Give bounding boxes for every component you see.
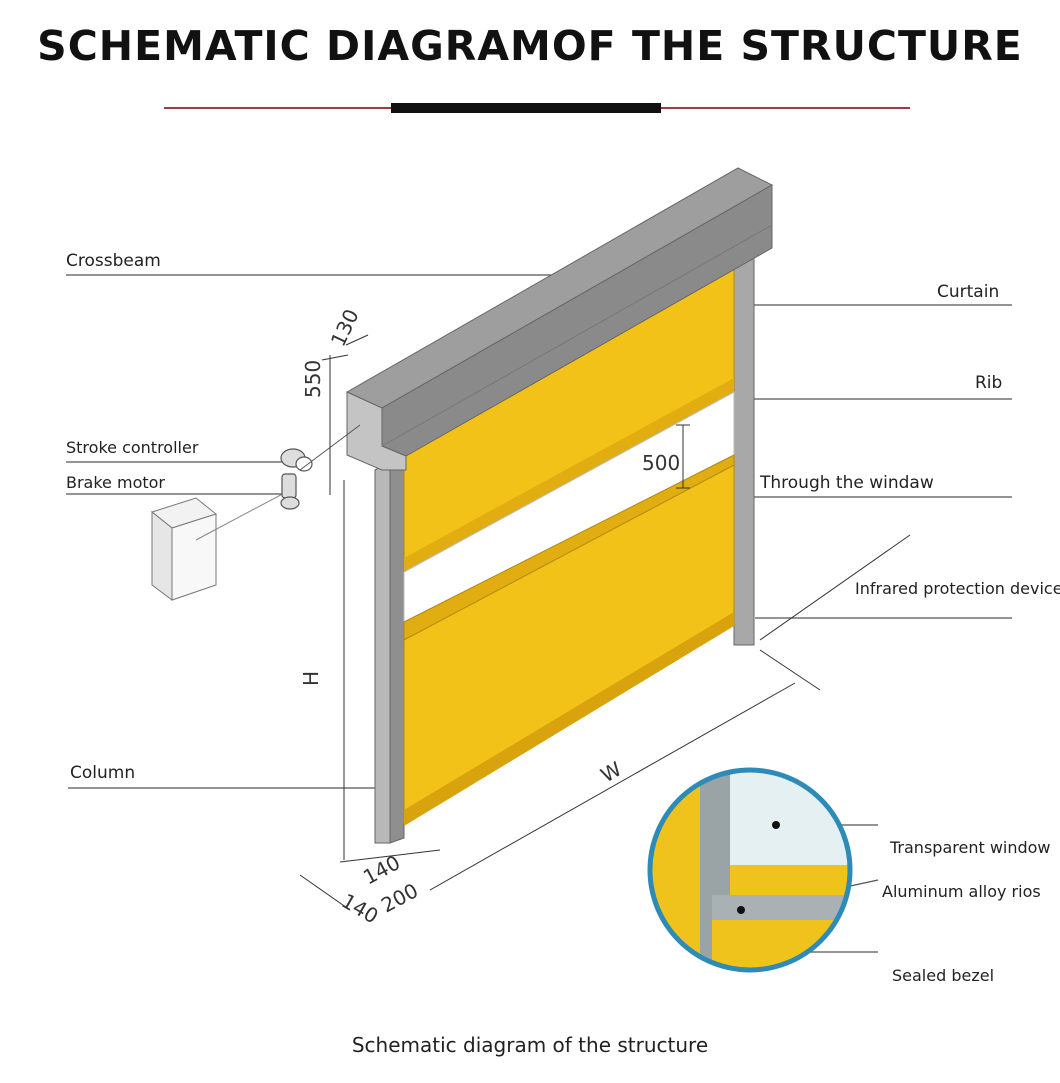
label-aluminum-rios: Aluminum alloy rios — [882, 882, 1041, 901]
title-divider-center — [391, 103, 661, 113]
title-divider-right — [660, 107, 910, 109]
label-crossbeam: Crossbeam — [66, 251, 161, 271]
column-left — [374, 461, 391, 844]
page-title: SCHEMATIC DIAGRAMOF THE STRUCTURE — [37, 22, 1023, 70]
label-stroke-controller: Stroke controller — [66, 438, 199, 457]
dim-550: 550 — [301, 360, 325, 398]
dim-140-b: 140 — [338, 889, 383, 929]
dim-500: 500 — [642, 451, 680, 475]
dim-130: 130 — [326, 305, 364, 350]
column-right — [733, 254, 755, 646]
dim-w: W — [597, 757, 626, 788]
detail-magnifier — [650, 770, 850, 970]
label-transparent-window: Transparent window — [890, 838, 1051, 857]
dim-140-a: 140 — [359, 850, 404, 889]
label-sealed-bezel: Sealed bezel — [892, 966, 995, 985]
label-rib: Rib — [975, 373, 1003, 393]
label-brake-motor: Brake motor — [66, 473, 165, 492]
label-curtain: Curtain — [937, 282, 1000, 302]
diagram-caption: Schematic diagram of the structure — [351, 1033, 709, 1057]
label-column: Column — [70, 763, 136, 783]
crossbeam-end — [346, 391, 407, 471]
label-infrared: Infrared protection device — [855, 579, 1060, 598]
dim-200: 200 — [377, 878, 422, 917]
stroke-controller — [280, 448, 313, 510]
dim-h: H — [299, 671, 323, 686]
title-divider-left — [164, 107, 394, 109]
label-through-window: Through the windaw — [760, 473, 934, 493]
dimension-lines — [299, 334, 911, 911]
